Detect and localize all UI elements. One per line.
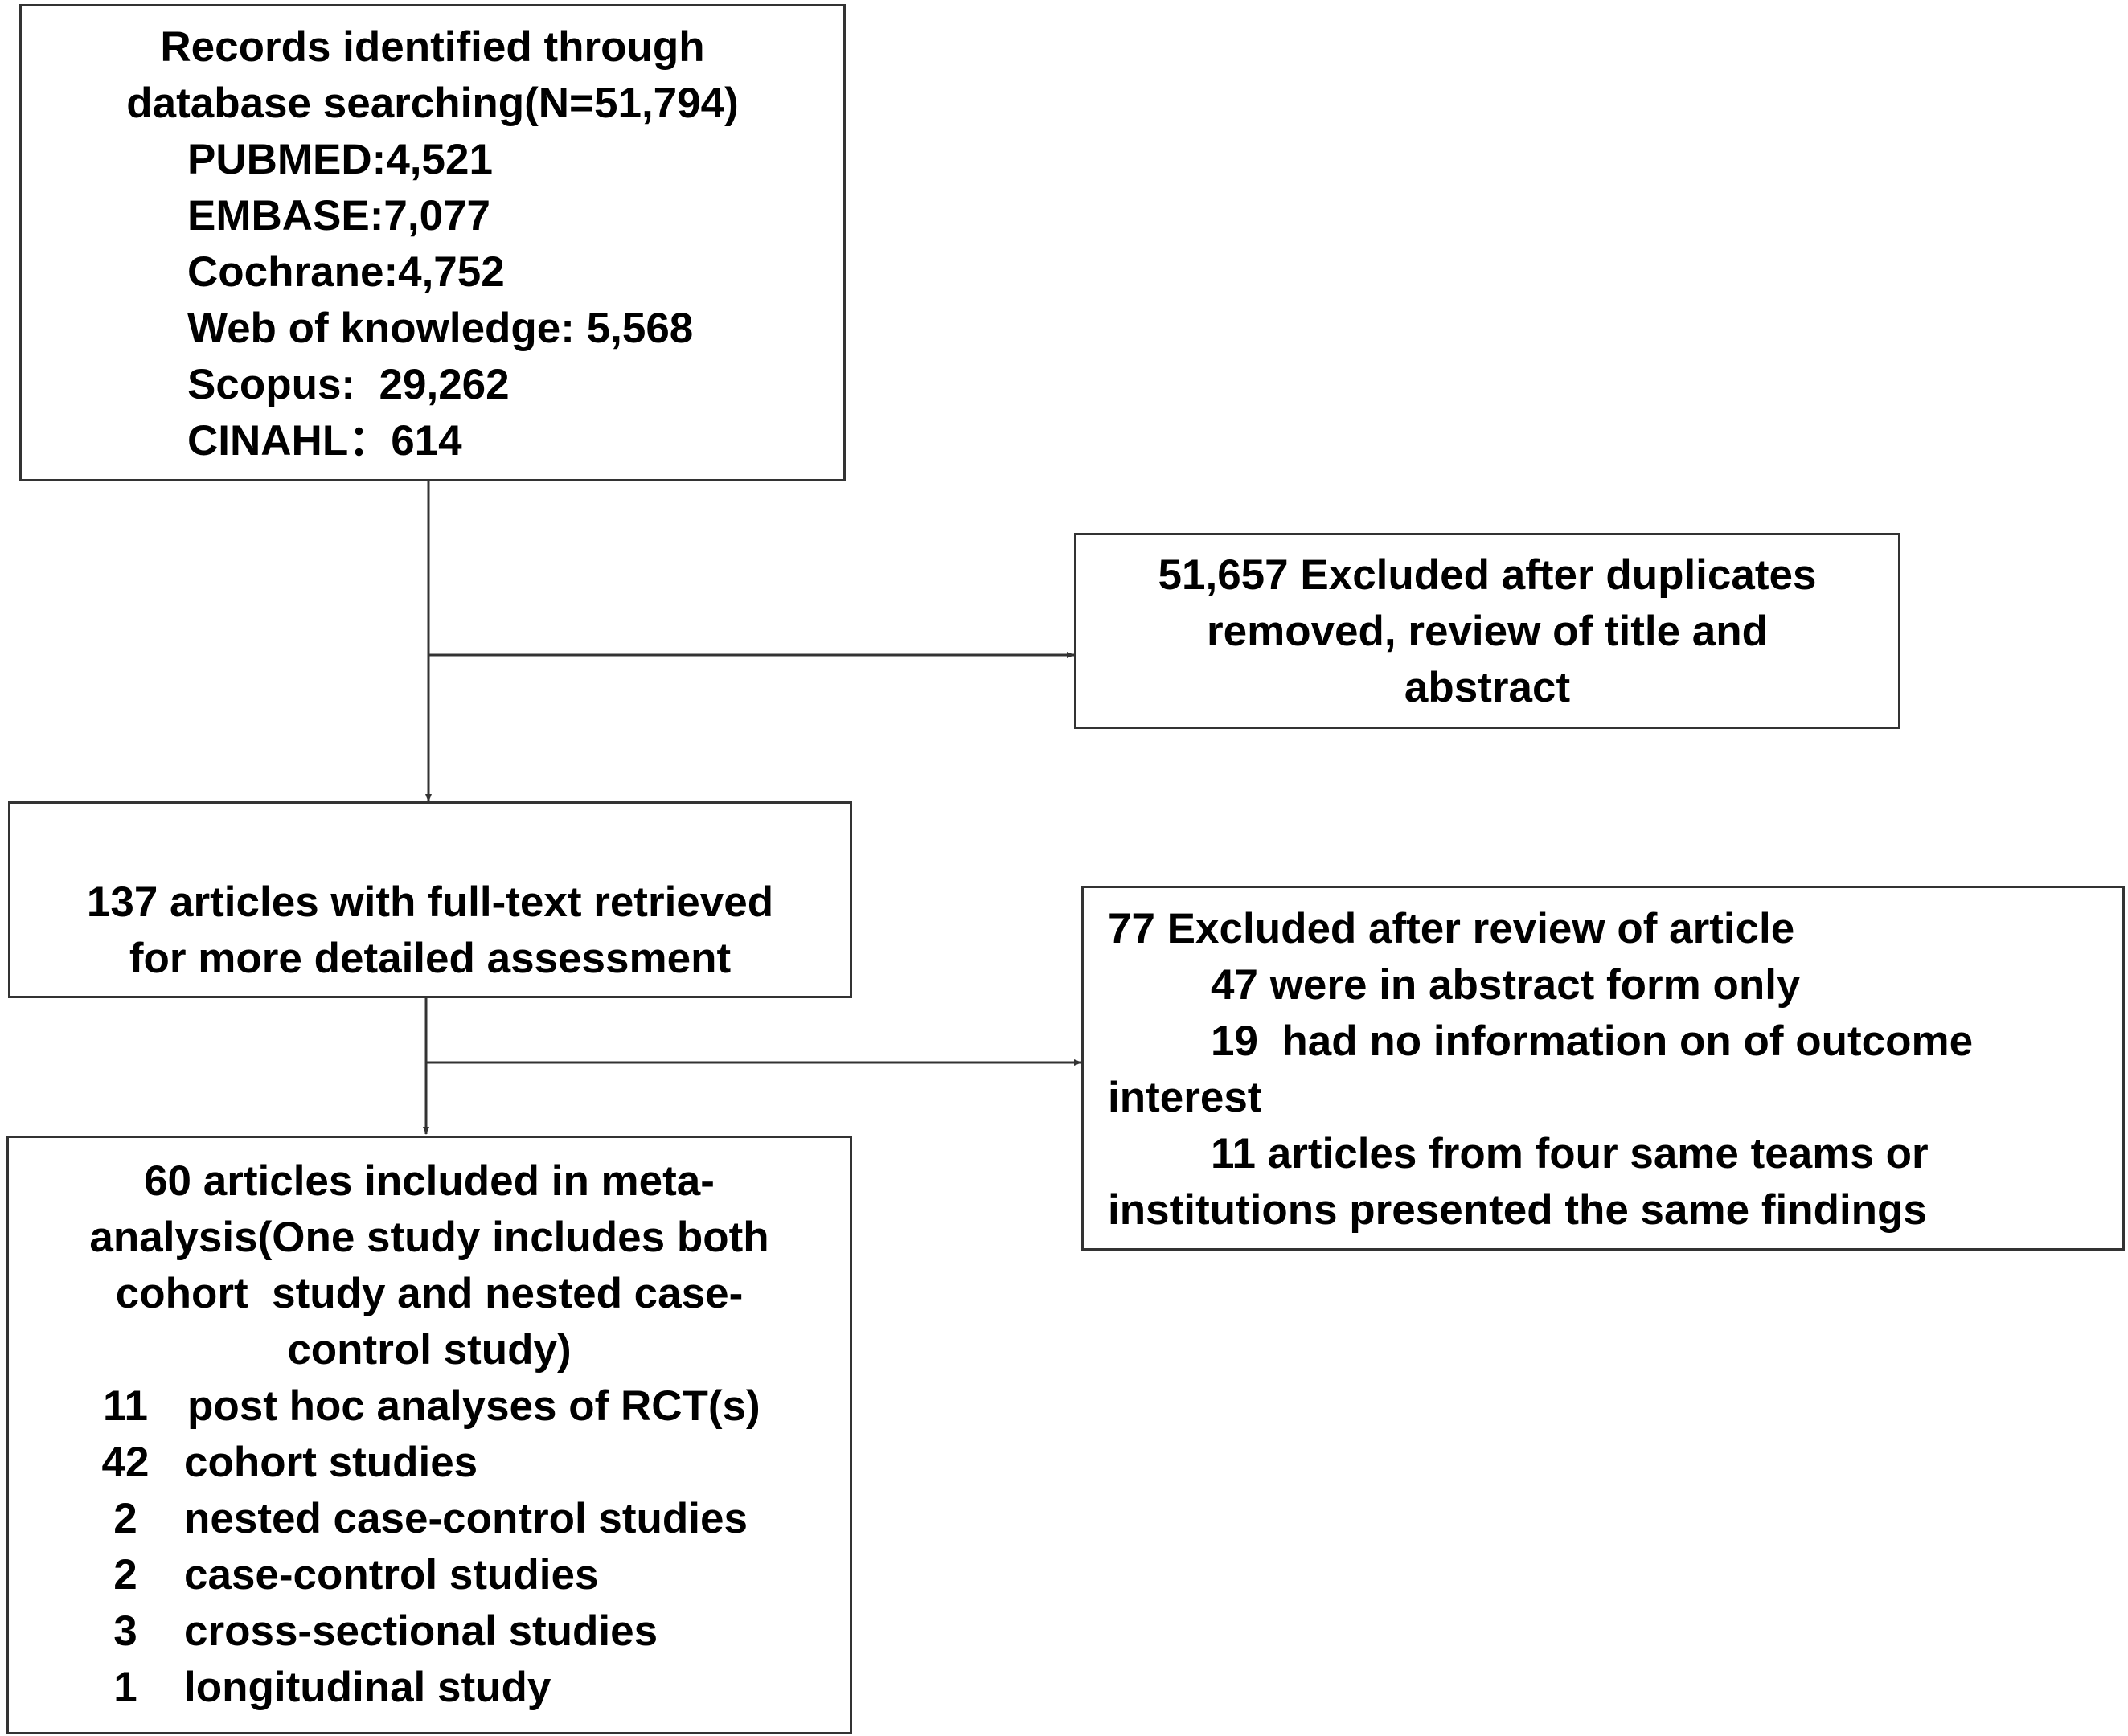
study-type-label: nested case-control studies [184, 1495, 748, 1542]
excluded-duplicates-line: 51,657 Excluded after duplicates [1158, 551, 1817, 599]
fulltext-line: for more detailed assessment [129, 935, 732, 982]
study-type-label: case-control studies [184, 1551, 599, 1599]
excluded-review-item: 11 articles from four same teams or [1211, 1130, 1929, 1177]
excluded-review-heading: 77 Excluded after review of article [1108, 905, 1795, 952]
study-type-count: 1 [113, 1664, 137, 1711]
excluded-duplicates-box: 51,657 Excluded after duplicates removed… [1074, 533, 1900, 729]
included-title-line: cohort study and nested case- [115, 1270, 744, 1317]
included-title-line: 60 articles included in meta- [144, 1157, 715, 1205]
source-scopus: Scopus: 29,262 [187, 361, 510, 408]
excluded-duplicates-line: abstract [1404, 664, 1571, 711]
source-web-of-knowledge: Web of knowledge: 5,568 [187, 305, 694, 352]
included-title-line: analysis(One study includes both [89, 1214, 769, 1261]
source-cochrane: Cochrane:4,752 [187, 248, 505, 296]
study-type-count: 42 [101, 1439, 150, 1486]
excluded-review-item: 19 had no information on of outcome [1211, 1017, 1974, 1065]
records-title-line: Records identified through [160, 23, 705, 71]
study-type-count: 11 [102, 1382, 149, 1430]
study-type-label: longitudinal study [184, 1664, 551, 1711]
excluded-review-box: 77 Excluded after review of article 47 w… [1081, 886, 2125, 1251]
excluded-review-item-continued: institutions presented the same findings [1108, 1186, 1927, 1234]
included-meta-analysis-box: 60 articles included in meta- analysis(O… [6, 1136, 852, 1734]
study-type-label: post hoc analyses of RCT(s) [187, 1382, 761, 1430]
excluded-review-item-continued: interest [1108, 1074, 1262, 1121]
source-pubmed: PUBMED:4,521 [187, 136, 493, 183]
excluded-review-item: 47 were in abstract form only [1211, 961, 1801, 1009]
study-type-count: 2 [113, 1495, 137, 1542]
study-type-label: cross-sectional studies [184, 1607, 658, 1655]
study-type-label: cohort studies [184, 1439, 478, 1486]
study-type-count: 3 [113, 1607, 137, 1655]
included-title-line: control study) [287, 1326, 572, 1374]
records-identified-box: Records identified through database sear… [19, 4, 846, 481]
excluded-duplicates-line: removed, review of title and [1206, 608, 1769, 655]
fulltext-retrieved-box: 137 articles with full-text retrieved fo… [8, 801, 852, 998]
records-title-line: database searching(N=51,794) [126, 80, 739, 127]
source-embase: EMBASE:7,077 [187, 192, 491, 240]
study-type-count: 2 [113, 1551, 137, 1599]
source-cinahl: CINAHL：614 [187, 417, 462, 465]
fulltext-line: 137 articles with full-text retrieved [86, 878, 774, 926]
